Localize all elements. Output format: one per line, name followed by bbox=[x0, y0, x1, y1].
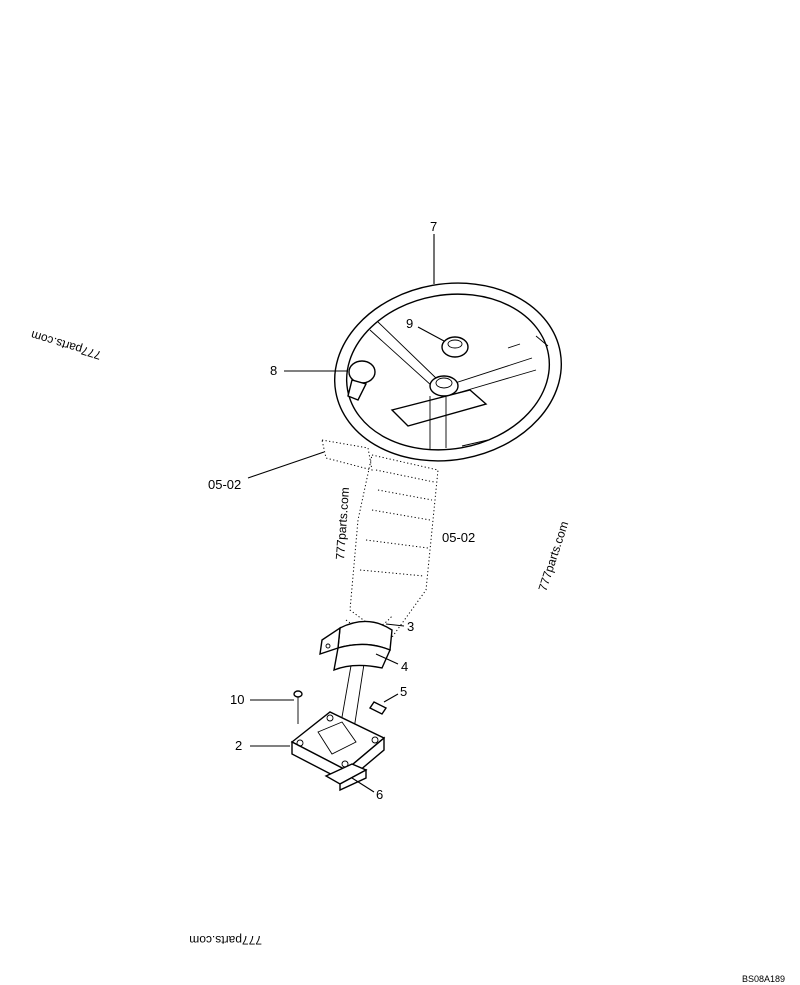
callout-6: 6 bbox=[376, 787, 383, 802]
callout-05-02-right: 05-02 bbox=[442, 530, 475, 545]
watermark-right: 777parts.com bbox=[536, 519, 572, 592]
callout-3: 3 bbox=[407, 619, 414, 634]
lower-flange-part bbox=[324, 763, 368, 792]
callout-2: 2 bbox=[235, 738, 242, 753]
steering-column-dotted bbox=[321, 439, 439, 641]
callout-05-02-left: 05-02 bbox=[208, 477, 241, 492]
callout-8: 8 bbox=[270, 363, 277, 378]
watermark-column: 777parts.com bbox=[333, 487, 352, 561]
bolt-part bbox=[368, 701, 388, 715]
horn-button-part bbox=[441, 336, 469, 358]
callout-4: 4 bbox=[401, 659, 408, 674]
callout-9: 9 bbox=[406, 316, 413, 331]
steering-wheel-part bbox=[333, 282, 563, 462]
callout-10: 10 bbox=[230, 692, 244, 707]
column-clamp-part bbox=[319, 620, 393, 672]
spinner-knob-part bbox=[347, 360, 376, 401]
callout-7: 7 bbox=[430, 219, 437, 234]
callout-5: 5 bbox=[400, 684, 407, 699]
bolt-10-part bbox=[293, 690, 303, 724]
leader-lines bbox=[247, 234, 445, 793]
drawing-code: BS08A189 bbox=[742, 974, 785, 984]
watermark-left: 777parts.com bbox=[29, 328, 103, 363]
watermark-bottom: 777parts.com bbox=[189, 933, 262, 947]
